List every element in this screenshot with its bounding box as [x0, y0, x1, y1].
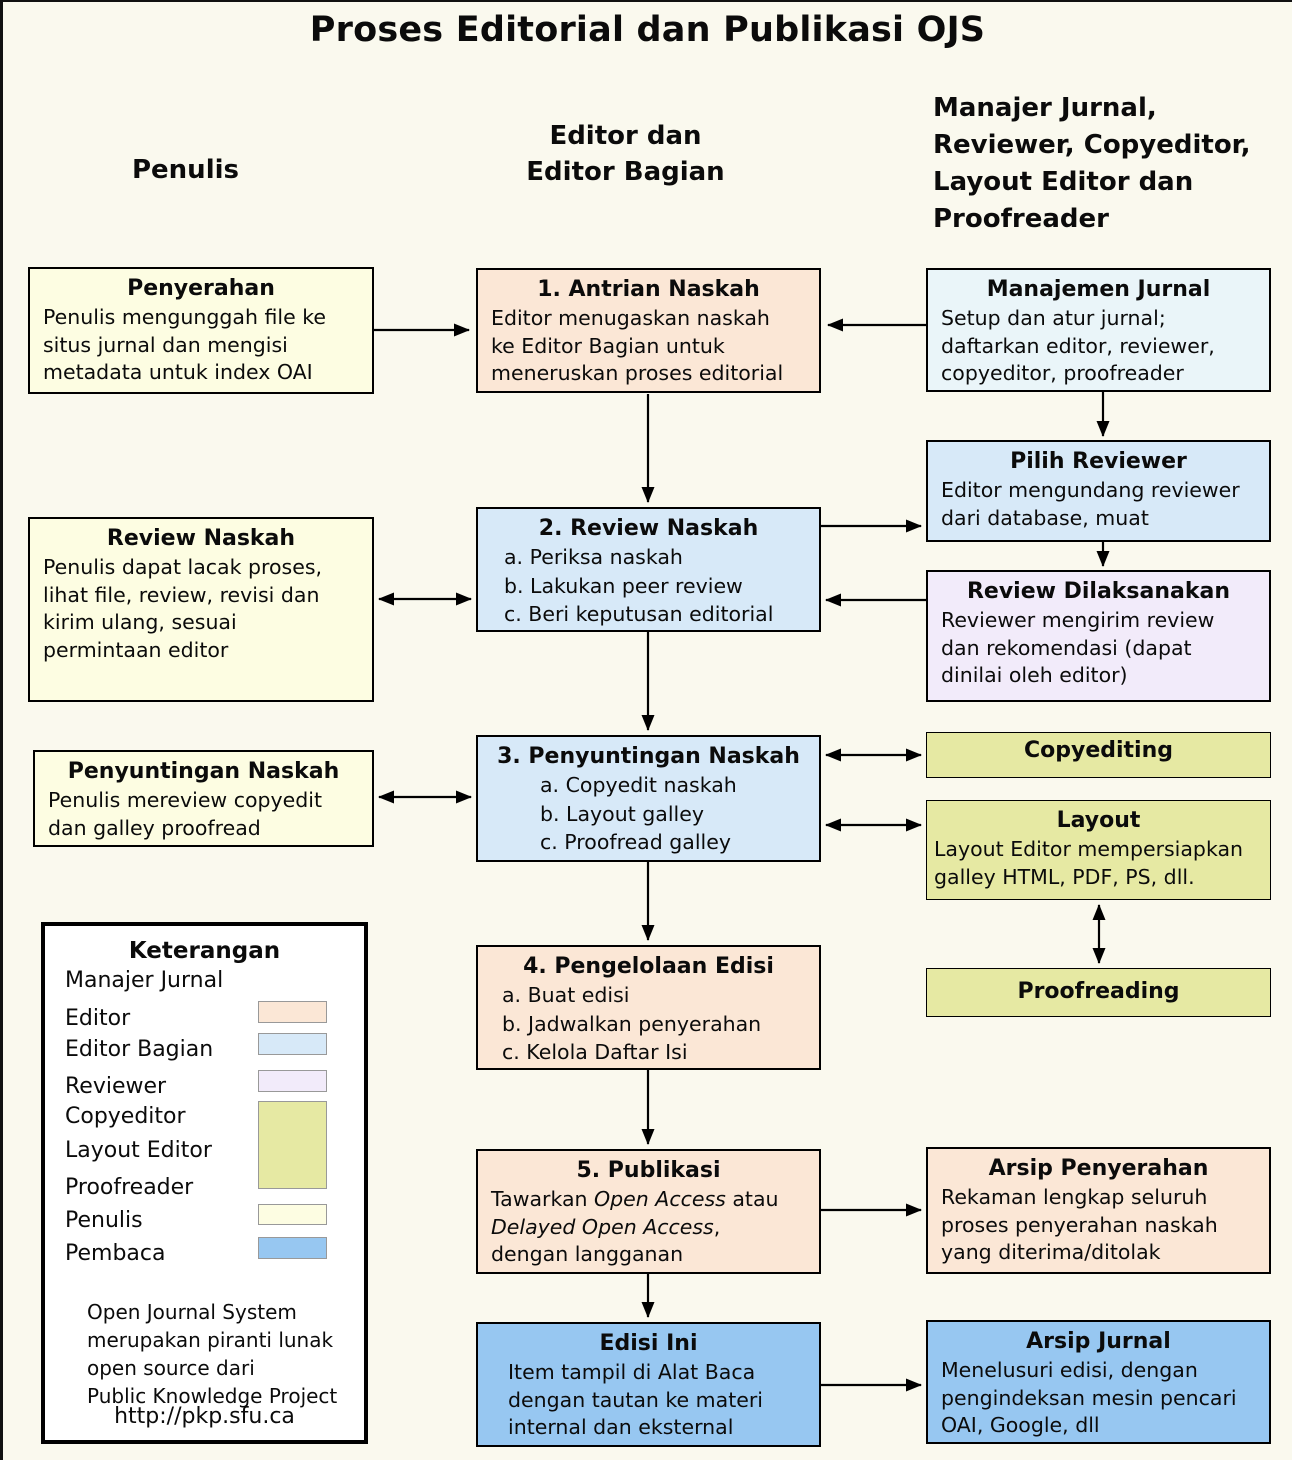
box-penyuntingan-naskah: 3. Penyuntingan Naskah a. Copyedit naska… [476, 735, 821, 862]
box-penyuntingan-penulis: Penyuntingan Naskah Penulis mereview cop… [33, 750, 374, 847]
column-header-penulis: Penulis [131, 155, 239, 185]
legend-item-editor-bagian: Editor Bagian [65, 1037, 214, 1062]
legend-item-layout-editor: Layout Editor [65, 1138, 212, 1163]
legend-swatch-penulis [258, 1204, 327, 1225]
legend-swatch-pembaca [258, 1237, 327, 1259]
page-title: Proses Editorial dan Publikasi OJS [309, 10, 986, 50]
legend-item-editor: Editor [65, 1006, 131, 1031]
legend-item-proofreader: Proofreader [65, 1175, 194, 1200]
legend-item-copyeditor: Copyeditor [65, 1104, 186, 1129]
legend-item-manajer-jurnal: Manajer Jurnal [65, 968, 224, 993]
box-pengelolaan-edisi: 4. Pengelolaan Edisi a. Buat edisi b. Ja… [476, 945, 821, 1070]
box-review-naskah-penulis: Review Naskah Penulis dapat lacak proses… [28, 517, 374, 702]
legend-footer: Open Journal System merupakan piranti lu… [87, 1300, 338, 1408]
box-pilih-reviewer: Pilih Reviewer Editor mengundang reviewe… [926, 440, 1271, 542]
box-manajemen-jurnal: Manajemen Jurnal Setup dan atur jurnal; … [926, 268, 1271, 392]
box-arsip-penyerahan: Arsip Penyerahan Rekaman lengkap seluruh… [926, 1147, 1271, 1274]
legend-swatch-editor-bagian [258, 1033, 327, 1055]
box-penyerahan: Penyerahan Penulis mengunggah file ke si… [28, 267, 374, 394]
box-copyediting: Copyediting [926, 732, 1271, 778]
legend: Keterangan Manajer Jurnal Editor Editor … [41, 922, 368, 1444]
legend-item-pembaca: Pembaca [65, 1241, 166, 1266]
legend-item-penulis: Penulis [65, 1208, 143, 1233]
box-arsip-jurnal: Arsip Jurnal Menelusuri edisi, dengan pe… [926, 1320, 1271, 1444]
column-header-editor: Editor dan Editor Bagian [526, 121, 725, 187]
legend-title: Keterangan [128, 938, 281, 964]
column-header-manajer: Manajer Jurnal, Reviewer, Copyeditor, La… [933, 93, 1251, 234]
legend-swatch-copyeditor-layout-proofreader [258, 1101, 327, 1189]
box-edisi-ini: Edisi Ini Item tampil di Alat Baca denga… [476, 1322, 821, 1447]
box-antrian-naskah: 1. Antrian Naskah Editor menugaskan nask… [476, 268, 821, 393]
box-proofreading: Proofreading [926, 968, 1271, 1017]
legend-item-reviewer: Reviewer [65, 1074, 167, 1099]
legend-swatch-reviewer [258, 1070, 327, 1092]
legend-swatch-editor [258, 1001, 327, 1023]
box-publikasi: 5. Publikasi Tawarkan Open Access atau D… [476, 1149, 821, 1274]
box-layout: Layout Layout Editor mempersiapkan galle… [926, 800, 1271, 900]
legend-url: http://pkp.sfu.ca [114, 1404, 295, 1429]
box-review-naskah: 2. Review Naskah a. Periksa naskah b. La… [476, 507, 821, 632]
box-review-dilaksanakan: Review Dilaksanakan Reviewer mengirim re… [926, 570, 1271, 702]
